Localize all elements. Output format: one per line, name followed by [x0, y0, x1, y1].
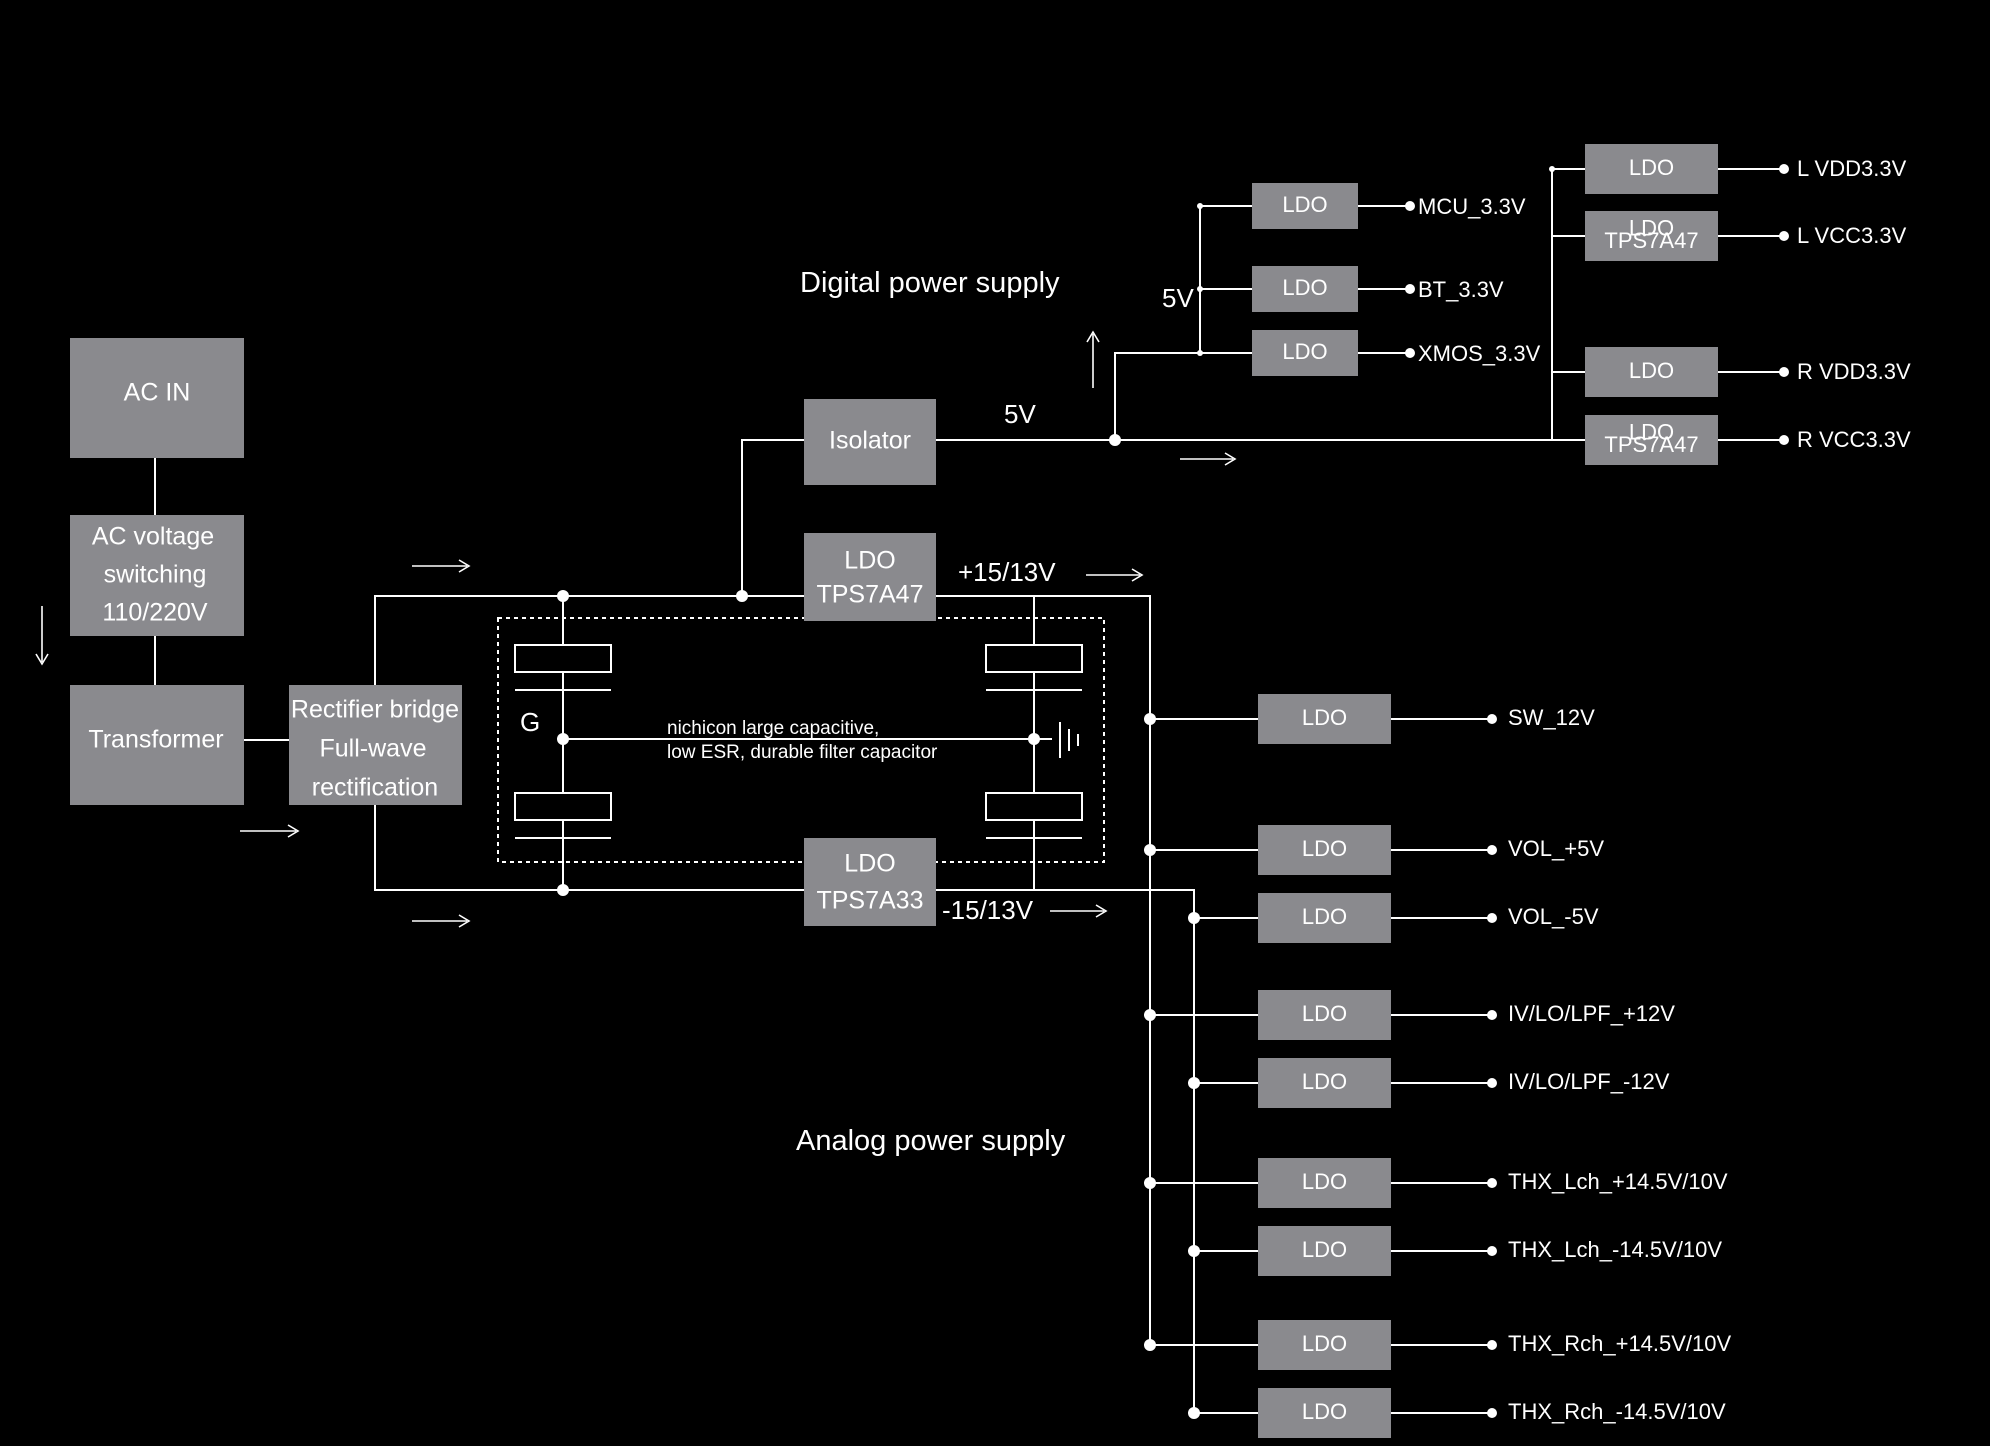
svg-text:TPS7A47: TPS7A47	[816, 581, 923, 609]
digital-ldo-0: LDO	[1252, 183, 1358, 229]
svg-text:LDO: LDO	[1302, 1399, 1347, 1424]
svg-text:LDO: LDO	[1302, 1331, 1347, 1356]
ldo-tps7a33-negative-block: LDO TPS7A33	[804, 838, 936, 926]
svg-text:LDO: LDO	[1302, 904, 1347, 929]
svg-text:Transformer: Transformer	[88, 726, 223, 754]
ac-voltage-switching-block: AC voltage switching 110/220V	[70, 515, 244, 636]
analog-outputs: LDO SW_12V LDO VOL_+5V LDO VOL_-5V LDO IV/LO/LP…	[1144, 694, 1732, 1438]
capacitor-plates	[514, 644, 1083, 839]
digital-section-label: Digital power supply	[800, 267, 1060, 299]
digital-right-output-label-3: R VCC3.3V	[1797, 427, 1911, 452]
svg-text:LDO: LDO	[1302, 1069, 1347, 1094]
svg-text:LDO: LDO	[844, 850, 895, 878]
digital-right-ldo-2: LDO	[1585, 347, 1718, 397]
digital-right-output-label-1: L VCC3.3V	[1797, 223, 1907, 248]
analog-ldo-3: LDO	[1258, 990, 1391, 1040]
digital-output-label-1: BT_3.3V	[1418, 277, 1504, 302]
digital-right-output-label-2: R VDD3.3V	[1797, 359, 1911, 384]
analog-ldo-2: LDO	[1258, 893, 1391, 943]
analog-output-label-8: THX_Rch_-14.5V/10V	[1508, 1399, 1726, 1424]
analog-output-label-7: THX_Rch_+14.5V/10V	[1508, 1331, 1732, 1356]
analog-output-label-5: THX_Lch_+14.5V/10V	[1508, 1169, 1728, 1194]
svg-text:TPS7A47: TPS7A47	[1604, 228, 1698, 253]
rectifier-bridge-block: Rectifier bridge Full-wave rectification	[289, 685, 462, 805]
svg-text:AC IN: AC IN	[124, 379, 191, 407]
svg-text:LDO: LDO	[1302, 705, 1347, 730]
junction-dots	[557, 166, 1555, 896]
svg-text:LDO: LDO	[1629, 358, 1674, 383]
svg-text:110/220V: 110/220V	[102, 599, 208, 627]
svg-text:rectification: rectification	[312, 774, 438, 802]
flow-arrows	[35, 330, 1237, 928]
svg-text:LDO: LDO	[1282, 192, 1327, 217]
analog-output-label-2: VOL_-5V	[1508, 904, 1599, 929]
analog-ldo-0: LDO	[1258, 694, 1391, 744]
analog-ldo-6: LDO	[1258, 1226, 1391, 1276]
ac-in-block: AC IN	[70, 338, 244, 458]
isolator-block: Isolator	[804, 399, 936, 485]
analog-ldo-7: LDO	[1258, 1320, 1391, 1370]
digital-bus-label: 5V	[1162, 283, 1194, 313]
svg-text:LDO: LDO	[1302, 1237, 1347, 1262]
analog-output-label-0: SW_12V	[1508, 705, 1595, 730]
digital-left-outputs: LDO MCU_3.3V LDO BT_3.3V LDO XMOS_3.3V	[1252, 183, 1541, 376]
isolator-output-label: 5V	[1004, 399, 1036, 429]
svg-text:AC voltage: AC voltage	[92, 523, 214, 551]
analog-ldo-4: LDO	[1258, 1058, 1391, 1108]
svg-text:LDO: LDO	[1629, 215, 1674, 240]
svg-text:LDO: LDO	[844, 547, 895, 575]
digital-right-ldo-0: LDO	[1585, 144, 1718, 194]
svg-text:switching: switching	[104, 561, 207, 589]
svg-text:LDO: LDO	[1302, 1001, 1347, 1026]
main-wires	[154, 168, 1585, 1413]
filter-capacitor-bank	[497, 617, 1105, 863]
transformer-block: Transformer	[70, 685, 244, 805]
negative-rail-label: -15/13V	[942, 895, 1034, 925]
analog-output-label-4: IV/LO/LPF_-12V	[1508, 1069, 1670, 1094]
ground-label: G	[520, 707, 540, 737]
digital-output-label-0: MCU_3.3V	[1418, 194, 1526, 219]
capacitor-note-line1: nichicon large capacitive,	[667, 718, 879, 739]
svg-text:LDO: LDO	[1629, 419, 1674, 444]
svg-text:LDO: LDO	[1629, 155, 1674, 180]
digital-ldo-2: LDO	[1252, 330, 1358, 376]
analog-ldo-8: LDO	[1258, 1388, 1391, 1438]
capacitor-note-line2: low ESR, durable filter capacitor	[667, 742, 938, 763]
analog-output-label-3: IV/LO/LPF_+12V	[1508, 1001, 1675, 1026]
svg-text:LDO: LDO	[1302, 836, 1347, 861]
analog-ldo-5: LDO	[1258, 1158, 1391, 1208]
svg-text:TPS7A47: TPS7A47	[1604, 432, 1698, 457]
analog-ldo-1: LDO	[1258, 825, 1391, 875]
digital-right-output-label-0: L VDD3.3V	[1797, 156, 1907, 181]
positive-rail-label: +15/13V	[958, 557, 1056, 587]
svg-text:Isolator: Isolator	[829, 427, 911, 455]
analog-section-label: Analog power supply	[796, 1125, 1066, 1157]
svg-text:LDO: LDO	[1302, 1169, 1347, 1194]
svg-text:Full-wave: Full-wave	[320, 735, 427, 763]
digital-ldo-1: LDO	[1252, 266, 1358, 312]
svg-text:LDO: LDO	[1282, 275, 1327, 300]
svg-text:Rectifier bridge: Rectifier bridge	[291, 696, 459, 724]
digital-output-label-2: XMOS_3.3V	[1418, 341, 1541, 366]
analog-output-label-6: THX_Lch_-14.5V/10V	[1508, 1237, 1722, 1262]
analog-output-label-1: VOL_+5V	[1508, 836, 1604, 861]
svg-text:LDO: LDO	[1282, 339, 1327, 364]
svg-text:TPS7A33: TPS7A33	[816, 887, 923, 915]
ldo-tps7a47-positive-block: LDO TPS7A47	[804, 533, 936, 621]
